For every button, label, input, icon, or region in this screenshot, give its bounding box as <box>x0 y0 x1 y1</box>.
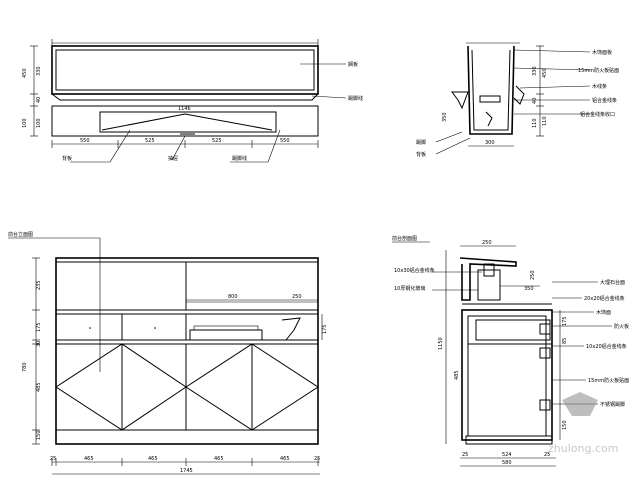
elev-dim-v-3: 30 <box>36 341 42 347</box>
sect-label-1: 10x30铝合金线条 <box>394 267 435 274</box>
sect-dim-v-4: 85 <box>562 338 568 344</box>
section-title: 前台剖面图 <box>392 235 417 242</box>
elev-dim-h-2: 465 <box>148 456 158 462</box>
dim-v-2: 330 <box>36 66 42 76</box>
sec-dim-v-1: 450 <box>542 68 548 78</box>
sect-label-9: 不锈钢踢脚 <box>600 401 625 408</box>
label-drawer-2: 踢脚线 <box>232 155 247 162</box>
sec-label-4: 铝合金线条 <box>592 97 617 104</box>
sec-dim-left: 350 <box>442 112 448 122</box>
elevation-title: 前台立面图 <box>8 231 33 238</box>
sec-label-3: 木线条 <box>592 83 607 90</box>
label-drawer: 抽屉 <box>168 155 178 162</box>
sect-label-8: 15mm防火板贴面 <box>588 377 629 384</box>
sec-label-6: 踢脚 <box>416 139 426 146</box>
elev-dim-v-4: 485 <box>36 382 42 392</box>
sec-dim-v-5: 110 <box>532 118 538 128</box>
sect-label-6: 防火板 <box>614 323 629 330</box>
dim-h-3: 525 <box>212 138 222 144</box>
sec-dim-v-3: 40 <box>532 98 538 104</box>
top-elevation: 550 525 525 550 1146 450 330 40 100 100 … <box>22 39 363 163</box>
sect-label-2: 10厚钢化玻璃 <box>394 285 425 292</box>
label-back: 背板 <box>62 155 72 162</box>
sect-dim-v-5: 150 <box>562 420 568 430</box>
sec-dim-v-4: 110 <box>542 116 548 126</box>
bottom-section: 前台剖面图 250 1150 350 485 250 175 85 150 <box>392 235 629 467</box>
sect-dim-b-total: 580 <box>502 460 512 466</box>
elev-dim-v-2: 175 <box>36 322 42 332</box>
elev-dim-h-3: 465 <box>214 456 224 462</box>
sect-label-4: 20x20铝合金线条 <box>584 295 625 302</box>
sec-label-1: 木饰面板 <box>592 49 612 56</box>
dim-v-5: 100 <box>36 118 42 128</box>
elev-dim-h-0: 25 <box>50 456 56 462</box>
dim-v-3: 40 <box>36 97 42 103</box>
elev-dim-h-4: 465 <box>280 456 290 462</box>
sec-dim-v-2: 330 <box>532 66 538 76</box>
sect-dim-b-2: 524 <box>502 452 512 458</box>
sec-label-2: 15mm防火板贴面 <box>578 67 619 74</box>
elev-dim-v-5: 150 <box>36 430 42 440</box>
sect-dim-b-3: 25 <box>544 452 550 458</box>
sect-dim-v-3: 175 <box>562 316 568 326</box>
elev-dim-right: 175 <box>322 324 328 334</box>
elev-dim-v-total: 780 <box>22 362 28 372</box>
watermark-text: zhulong.com <box>548 442 618 455</box>
elev-dim-total: 1745 <box>180 468 193 474</box>
sect-dim-vertical: 1150 <box>438 337 444 350</box>
elev-dim-v-1: 235 <box>36 280 42 290</box>
elev-inner-dim-1: 800 <box>228 294 238 300</box>
sect-dim-v-1: 485 <box>454 370 460 380</box>
dim-h-2: 525 <box>145 138 155 144</box>
elev-inner-dim-2: 250 <box>292 294 302 300</box>
top-section: 450 330 40 110 110 300 350 木饰面板 15mm防火板贴… <box>416 42 619 158</box>
sec-dim-bottom: 300 <box>485 140 495 146</box>
sect-label-5: 木饰面 <box>596 309 611 316</box>
sec-label-7: 背板 <box>416 151 426 158</box>
sect-label-7: 10x20铝合金线条 <box>586 343 627 350</box>
sect-dim-top: 250 <box>482 240 492 246</box>
bottom-elevation: 前台立面图 800 250 <box>8 231 328 475</box>
dim-h-4: 550 <box>280 138 290 144</box>
elev-dim-h-5: 25 <box>314 456 320 462</box>
elev-dim-h-1: 465 <box>84 456 94 462</box>
label-skirting: 踢脚线 <box>348 95 363 102</box>
watermark: zhulong.com <box>548 392 618 455</box>
label-shelf: 搁板 <box>348 61 358 68</box>
sect-dim-v-2: 250 <box>530 270 536 280</box>
dim-v-4: 100 <box>22 118 28 128</box>
dim-h-1: 550 <box>80 138 90 144</box>
sec-label-5: 铝合金线条收口 <box>580 111 615 118</box>
sect-label-3: 大理石台面 <box>600 279 625 286</box>
sect-dim-b-1: 25 <box>462 452 468 458</box>
sect-dim-inner: 350 <box>524 286 534 292</box>
dim-total: 1146 <box>178 106 191 112</box>
dim-v-1: 450 <box>22 68 28 78</box>
